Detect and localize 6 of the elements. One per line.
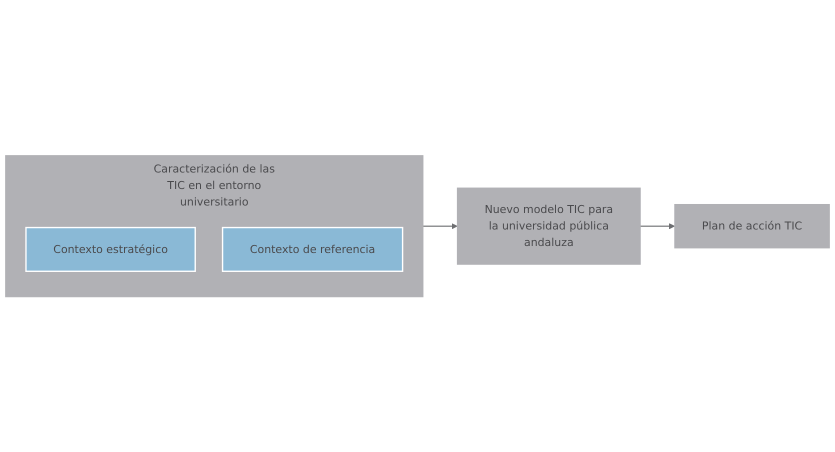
node-box: Nuevo modelo TIC para la universidad pública andaluza <box>456 187 641 265</box>
node-box: Plan de acción TIC <box>674 204 830 248</box>
arrow <box>640 223 675 229</box>
node-box: Contexto estratégico <box>25 226 196 272</box>
node-box: Contexto de referencia <box>222 226 404 272</box>
arrow <box>423 223 458 229</box>
